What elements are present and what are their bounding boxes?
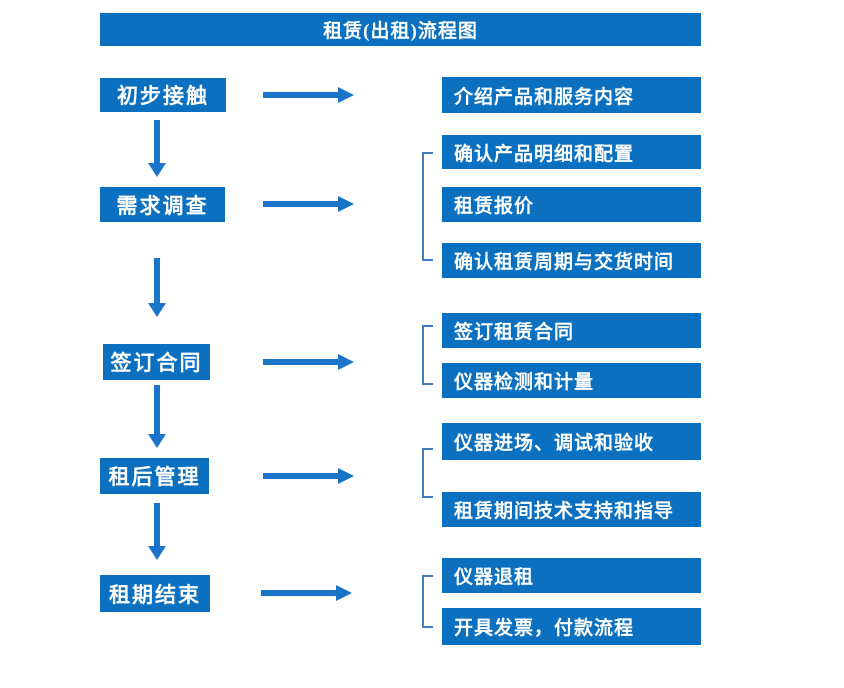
down-arrow-icon bbox=[148, 385, 166, 448]
step-box-post-rental-management: 租后管理 bbox=[100, 458, 209, 494]
down-arrow-icon bbox=[148, 503, 166, 560]
detail-box-sign-rental-contract: 签订租赁合同 bbox=[442, 313, 701, 348]
step-box-sign-contract: 签订合同 bbox=[103, 344, 210, 380]
group-bracket bbox=[422, 152, 433, 261]
right-arrow-icon bbox=[263, 196, 354, 212]
detail-box-instrument-return: 仪器退租 bbox=[442, 558, 701, 593]
step-box-demand-survey: 需求调查 bbox=[100, 187, 225, 222]
step-box-initial-contact: 初步接触 bbox=[100, 78, 226, 112]
group-bracket bbox=[422, 325, 433, 385]
group-bracket bbox=[422, 575, 433, 628]
detail-box-confirm-rental-period: 确认租赁周期与交货时间 bbox=[442, 243, 701, 278]
detail-box-instrument-setup: 仪器进场、调试和验收 bbox=[442, 423, 701, 460]
right-arrow-icon bbox=[263, 87, 354, 103]
right-arrow-icon bbox=[261, 585, 352, 601]
step-box-rental-end: 租期结束 bbox=[100, 575, 210, 612]
flowchart-title: 租赁(出租)流程图 bbox=[100, 13, 701, 46]
detail-box-technical-support: 租赁期间技术支持和指导 bbox=[442, 492, 701, 527]
group-bracket bbox=[422, 448, 433, 498]
right-arrow-icon bbox=[263, 468, 354, 484]
detail-box-rental-quote: 租赁报价 bbox=[442, 187, 701, 222]
down-arrow-icon bbox=[148, 120, 166, 177]
down-arrow-icon bbox=[148, 258, 166, 317]
right-arrow-icon bbox=[263, 354, 354, 370]
detail-box-introduce-products: 介绍产品和服务内容 bbox=[442, 77, 701, 113]
detail-box-invoice-payment: 开具发票，付款流程 bbox=[442, 608, 701, 645]
detail-box-confirm-product-config: 确认产品明细和配置 bbox=[442, 135, 701, 169]
detail-box-instrument-testing: 仪器检测和计量 bbox=[442, 363, 701, 398]
